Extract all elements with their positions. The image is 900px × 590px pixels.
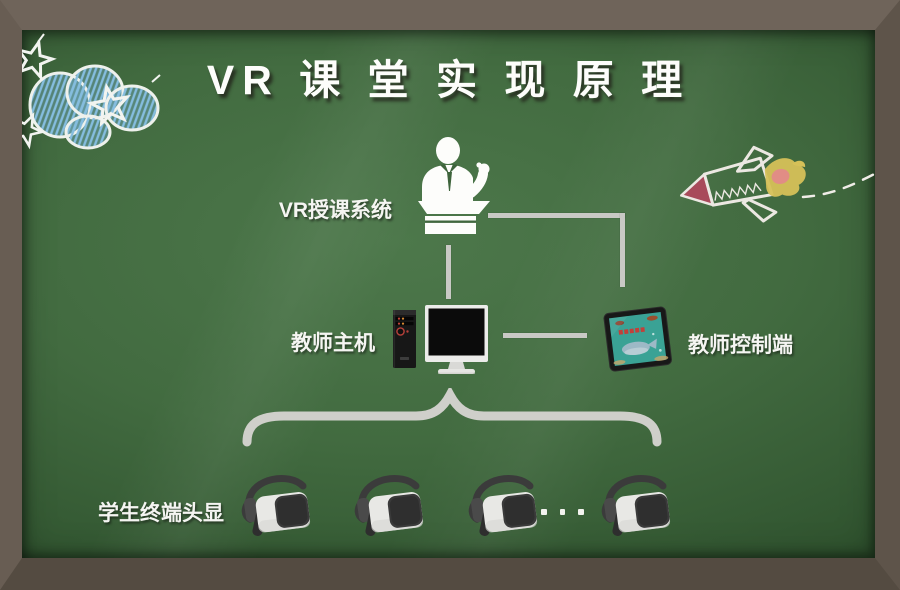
desktop-computer-icon bbox=[393, 310, 416, 368]
blackboard: VR 课 堂 实 现 原 理 bbox=[22, 30, 875, 558]
vr-headset-icon bbox=[601, 475, 671, 536]
tablet-icon bbox=[603, 306, 672, 372]
connector-podium-down bbox=[446, 245, 451, 299]
connector-host-to-controller bbox=[503, 333, 587, 338]
connector-to-controller-down bbox=[620, 213, 625, 287]
label-teacher-controller: 教师控制端 bbox=[688, 334, 793, 357]
label-teaching-system: VR授课系统 bbox=[278, 199, 392, 222]
ellipsis-dot bbox=[559, 509, 565, 515]
label-student-headsets: 学生终端头显 bbox=[98, 502, 224, 525]
rocket-doodle-icon bbox=[680, 145, 875, 223]
cloud-stars-doodle-icon bbox=[22, 33, 161, 150]
lecturer-podium-icon bbox=[418, 137, 490, 234]
ellipsis-dot bbox=[578, 509, 584, 515]
ellipsis-dots bbox=[541, 509, 584, 515]
page-title: VR 课 堂 实 现 原 理 bbox=[206, 57, 691, 103]
monitor-icon bbox=[425, 305, 488, 374]
vr-headset-icon bbox=[468, 475, 538, 536]
ellipsis-dot bbox=[541, 509, 547, 515]
student-headset-row bbox=[22, 30, 875, 558]
label-teacher-host: 教师主机 bbox=[291, 332, 375, 355]
vr-headset-icon bbox=[241, 475, 311, 536]
vr-headset-icon bbox=[354, 475, 424, 536]
connector-podium-right bbox=[488, 213, 625, 218]
brace bbox=[242, 388, 662, 447]
